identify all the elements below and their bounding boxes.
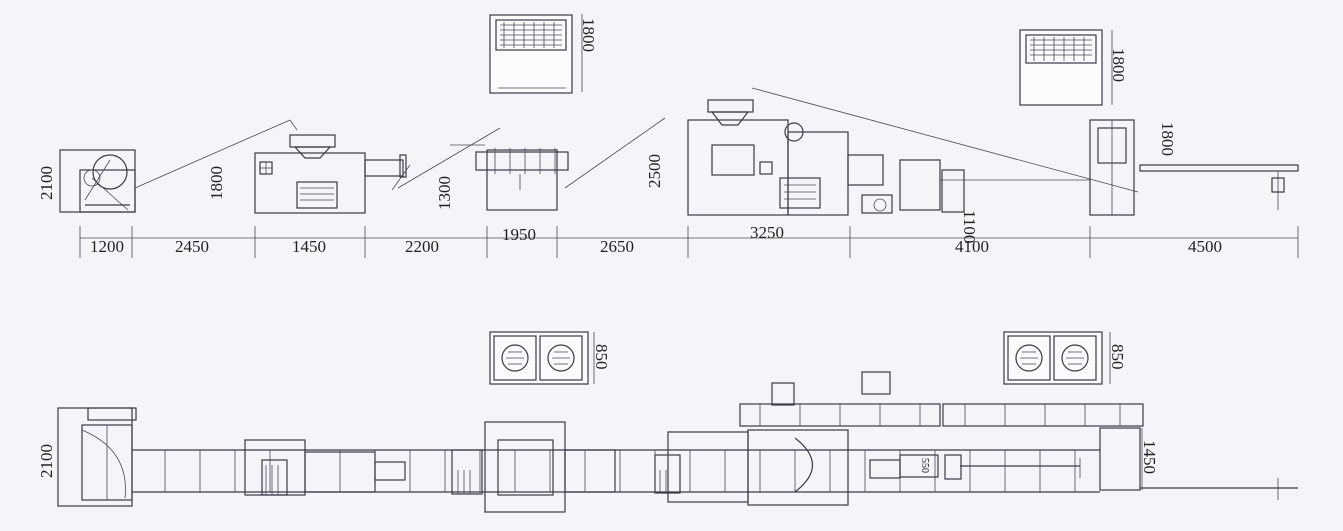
height-chiller-right: 1800 bbox=[1109, 48, 1128, 82]
plan-control-box bbox=[861, 371, 891, 395]
height-puller: 1800 bbox=[1158, 122, 1177, 156]
dim-cutter-section-length: 4100 bbox=[955, 237, 989, 256]
plan-chiller-right bbox=[1003, 331, 1103, 385]
plan-height-chiller-left: 850 bbox=[592, 344, 611, 370]
plan-height-platform: 1450 bbox=[1140, 440, 1159, 474]
plan-height-cutter-box: 550 bbox=[919, 458, 930, 473]
dim-die-head-length: 1950 bbox=[502, 225, 536, 244]
height-cutter: 1100 bbox=[960, 210, 979, 243]
chiller-unit-right bbox=[1019, 29, 1103, 106]
dim-gap-1: 2450 bbox=[175, 237, 209, 256]
plan-conveyor-strip bbox=[739, 403, 1144, 427]
plan-chiller-left bbox=[489, 331, 589, 385]
plan-winder bbox=[57, 407, 137, 507]
plan-height-winder: 2100 bbox=[37, 444, 56, 478]
plan-cutter bbox=[869, 454, 1081, 480]
chiller-unit-left bbox=[489, 14, 573, 94]
dim-gap-3: 2650 bbox=[600, 237, 634, 256]
plan-extruder-main bbox=[654, 382, 849, 506]
plan-puller-platform bbox=[1099, 427, 1298, 500]
extruder-small bbox=[254, 134, 407, 214]
cutter-unit bbox=[861, 159, 1090, 214]
dim-extruder-main-length: 3250 bbox=[750, 223, 784, 242]
height-die-head: 1300 bbox=[435, 176, 454, 210]
height-extruder-small: 1800 bbox=[207, 166, 226, 200]
puller-unit bbox=[1089, 119, 1299, 216]
height-winder: 2100 bbox=[37, 166, 56, 200]
die-head bbox=[475, 148, 569, 211]
height-chiller-left: 1800 bbox=[579, 18, 598, 52]
height-extruder-main: 2500 bbox=[645, 154, 664, 188]
plan-extruder-small bbox=[244, 439, 406, 496]
dim-winder-length: 1200 bbox=[90, 237, 124, 256]
elevation-dimension-ticks bbox=[79, 226, 1299, 258]
dim-gap-2: 2200 bbox=[405, 237, 439, 256]
winder-machine bbox=[59, 149, 136, 213]
plan-view: 2100 850 850 1450 550 bbox=[37, 331, 1298, 513]
plan-die-head bbox=[451, 421, 616, 513]
dim-puller-section-length: 4500 bbox=[1188, 237, 1222, 256]
elevation-view: 1200 2450 1450 2200 1950 2650 3250 4100 … bbox=[37, 14, 1299, 258]
extruder-main bbox=[687, 99, 884, 216]
dim-extruder-small-length: 1450 bbox=[292, 237, 326, 256]
plan-height-chiller-right: 850 bbox=[1108, 344, 1127, 370]
